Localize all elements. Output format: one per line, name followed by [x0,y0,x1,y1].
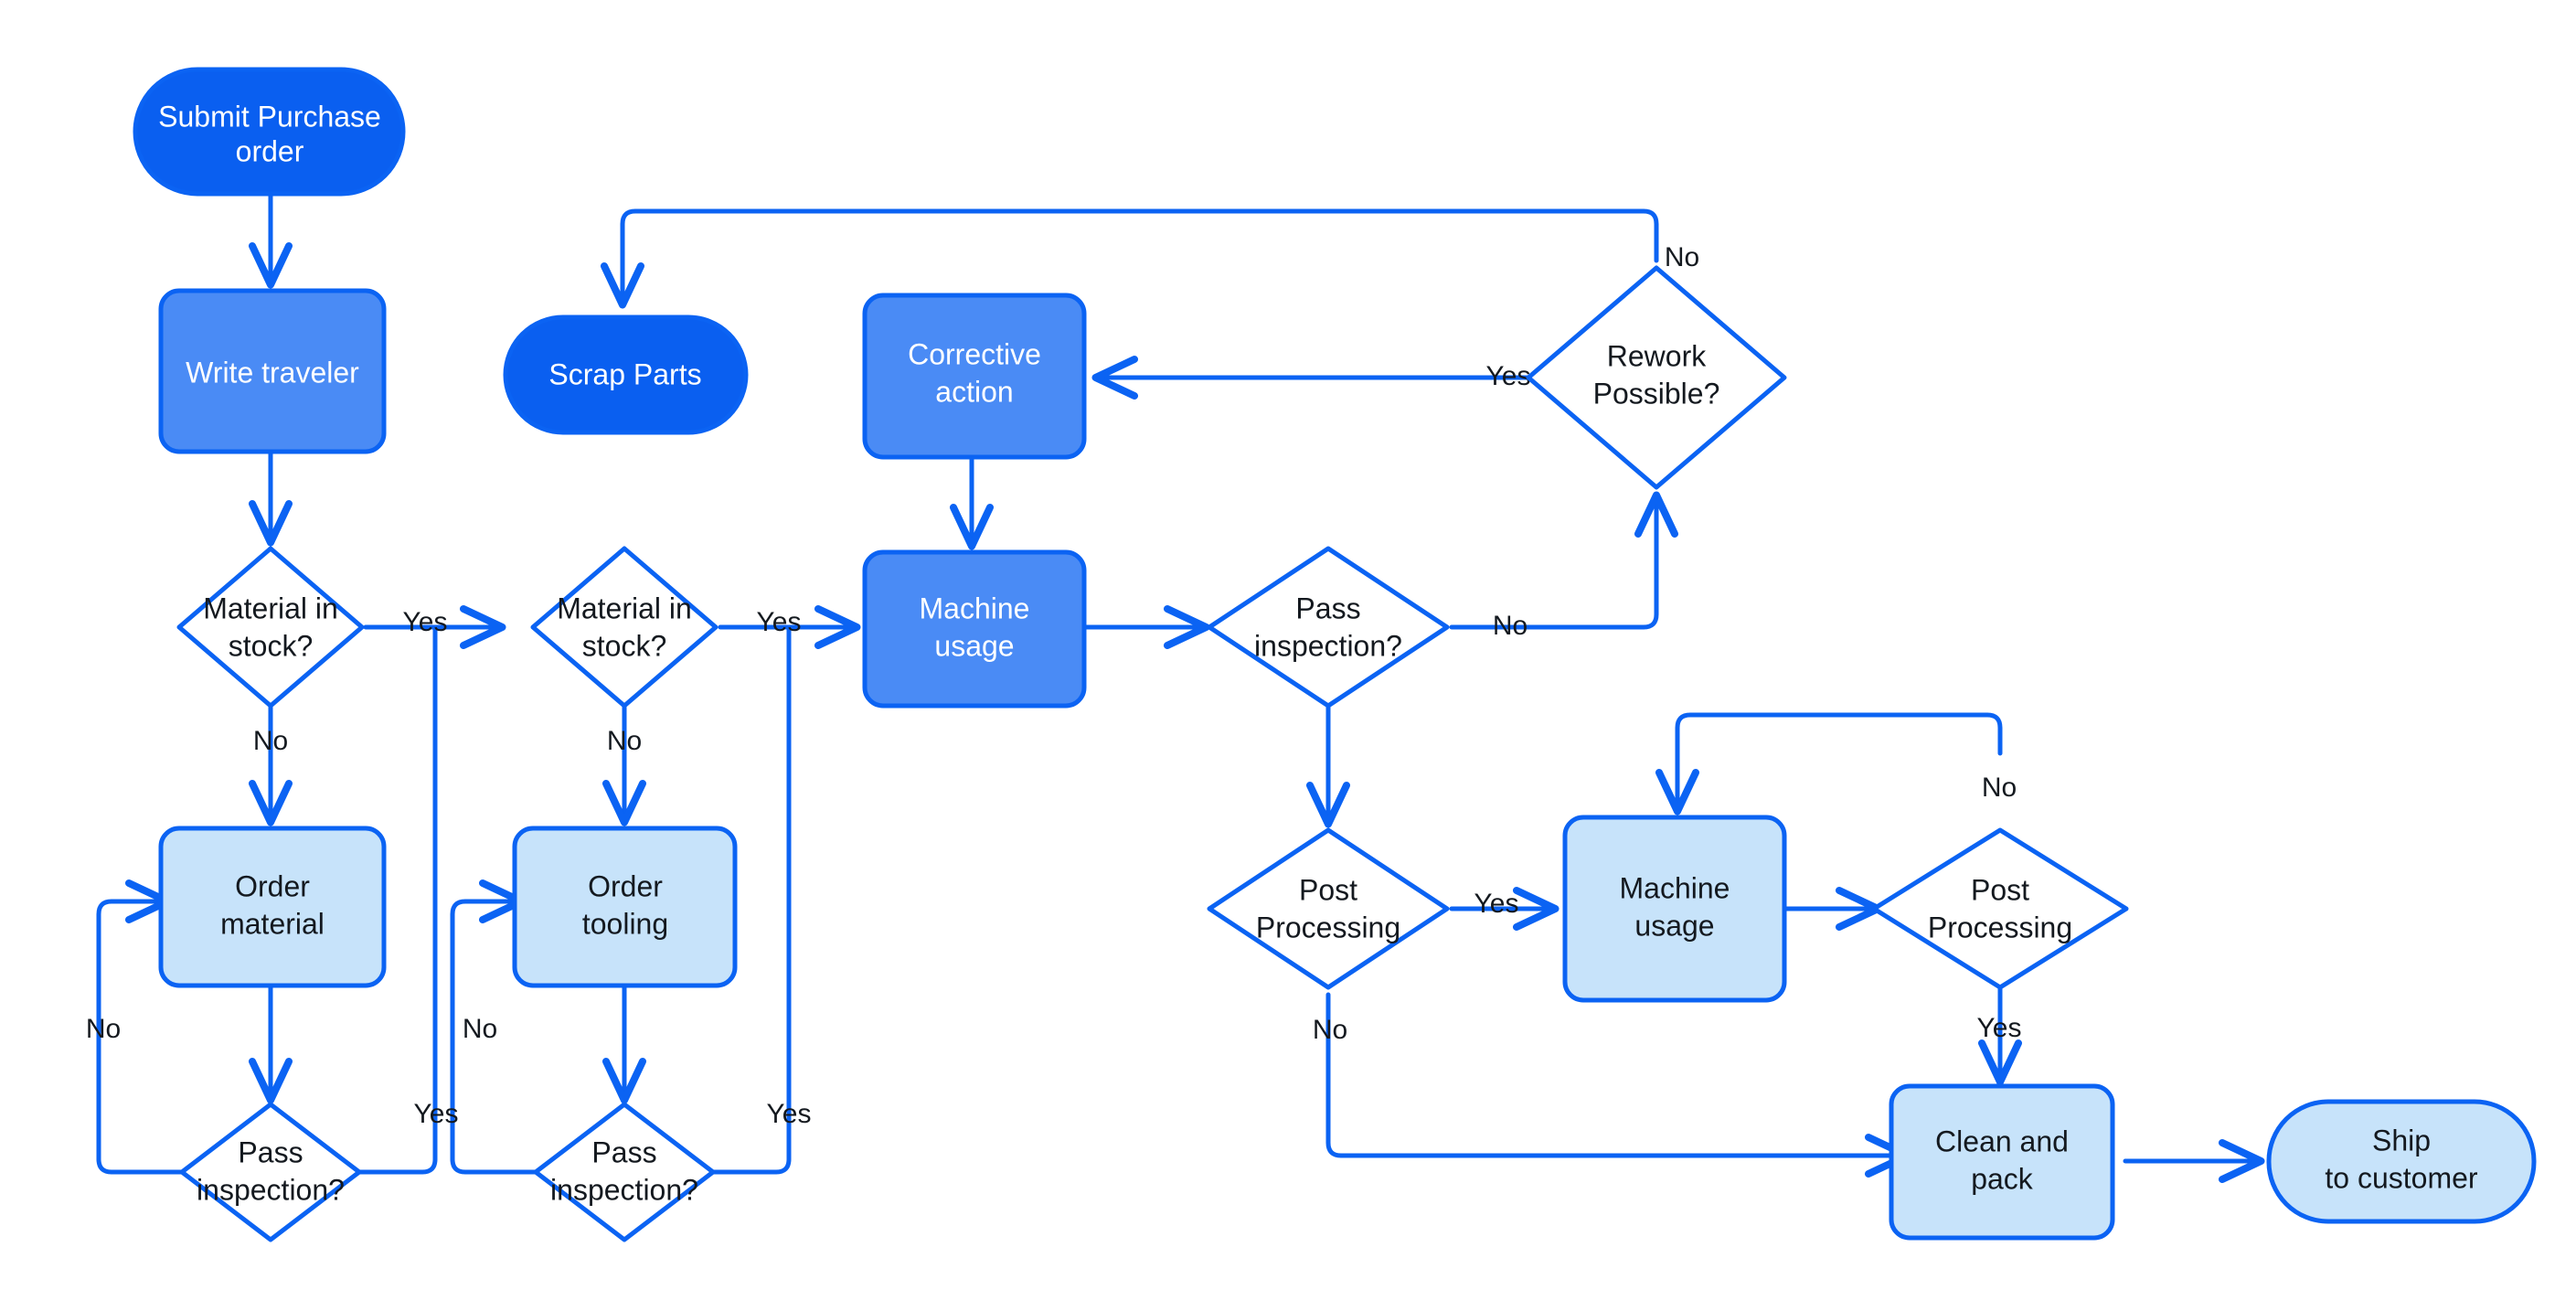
edge-label-pass1-yes: Yes [414,1099,459,1129]
node-shape-process[interactable] [862,549,1087,709]
node-scrap-parts[interactable]: Scrap Parts [503,314,749,435]
node-label-line-2: material [220,907,325,940]
node-post-processing-2[interactable]: Post Processing [1871,827,2129,990]
node-shape-decision[interactable] [530,546,719,709]
edge-postproc1-no-to-clean [1325,992,1911,1178]
edge-label-stock1-no: No [253,726,288,756]
node-shape-process[interactable] [1562,815,1787,1003]
node-material-in-stock-1[interactable]: Material in stock? [176,546,365,709]
edge-labels: Yes No No Yes Yes No No Yes No Yes No Ye… [86,242,2022,1129]
node-submit-purchase-order[interactable]: Submit Purchase order [133,67,406,197]
node-label-line-2: tooling [582,907,668,940]
node-pass-inspection-3[interactable]: Pass inspection? [1207,546,1450,709]
edge-label-rework-no: No [1665,242,1699,272]
node-machine-usage-2[interactable]: Machine usage [1562,815,1787,1003]
node-rework-possible[interactable]: Rework Possible? [1526,265,1787,490]
node-shape-decision[interactable] [1207,546,1450,709]
node-shape-process[interactable] [1889,1083,2115,1241]
edge-pass2-yes-up [700,624,792,1175]
node-label-line-1: Post [1971,873,2029,906]
node-label-line-2: inspection? [550,1173,698,1206]
node-label-line-1: Scrap Parts [548,357,701,390]
node-write-traveler[interactable]: Write traveler [158,288,387,454]
node-label-line-1: Ship [2372,1124,2431,1156]
node-label-line-2: usage [1634,909,1714,942]
node-label-line-2: stock? [582,629,666,662]
node-shape-terminator[interactable] [133,67,406,197]
node-shape-process[interactable] [158,826,387,988]
edge-label-postproc1-no: No [1313,1015,1347,1045]
node-label-line-2: inspection? [197,1173,345,1206]
node-material-in-stock-2[interactable]: Material in stock? [530,546,719,709]
node-label-line-1: Pass [1295,592,1360,624]
node-label-line-1: Order [588,869,663,902]
node-shape-decision[interactable] [1871,827,2129,990]
edge-pass1-no-loop [96,879,195,1175]
node-label-line-1: Pass [591,1135,656,1168]
node-label-line-1: Post [1299,873,1357,906]
node-label-line-1: Clean and [1935,1124,2069,1157]
edge-label-stock1-yes: Yes [403,607,448,637]
node-pass-inspection-2[interactable]: Pass inspection? [533,1102,716,1242]
edge-label-postproc2-yes: Yes [1977,1013,2022,1043]
node-label-line-1: Pass [238,1135,303,1168]
node-label-line-1: Write traveler [186,356,359,389]
edge-label-pass2-yes: Yes [767,1099,812,1129]
node-label-line-1: Corrective [908,337,1041,370]
node-label-line-1: Machine [1620,871,1730,904]
node-shape-decision[interactable] [176,546,365,709]
edge-pass1-yes-up [346,624,438,1175]
edge-label-rework-yes: Yes [1486,361,1531,391]
node-label-line-2: order [236,134,304,167]
node-ship-to-customer[interactable]: Ship to customer [2266,1099,2537,1224]
node-shape-terminator[interactable] [2266,1099,2537,1224]
edge-label-pass3-no: No [1493,611,1528,641]
edge-label-postproc2-no: No [1982,773,2017,803]
node-label-line-2: action [935,375,1013,408]
connectors [96,191,2265,1183]
node-shape-process[interactable] [158,288,387,454]
node-label-line-1: Rework [1607,339,1707,372]
node-label-line-1: Submit Purchase [158,100,381,133]
node-label-line-2: Processing [1256,911,1400,943]
node-pass-inspection-1[interactable]: Pass inspection? [179,1102,362,1242]
node-shape-decision[interactable] [1207,827,1450,990]
node-order-material[interactable]: Order material [158,826,387,988]
node-label-line-1: Material in [557,592,692,624]
edge-label-pass2-no: No [463,1014,497,1044]
node-label-line-2: stock? [229,629,313,662]
node-machine-usage-1[interactable]: Machine usage [862,549,1087,709]
node-post-processing-1[interactable]: Post Processing [1207,827,1450,990]
edge-postproc2-no-loop [1655,712,2003,815]
node-corrective-action[interactable]: Corrective action [862,293,1087,460]
node-label-line-2: to customer [2325,1161,2478,1194]
node-shape-decision[interactable] [179,1102,362,1242]
node-clean-and-pack[interactable]: Clean and pack [1889,1083,2115,1241]
edge-rework-no-to-scrap [601,208,1659,309]
node-label-line-1: Order [235,869,310,902]
edge-pass3-no-to-rework [1449,491,1678,630]
node-label-line-1: Material in [203,592,338,624]
edge-label-stock2-yes: Yes [757,607,802,637]
node-shape-decision[interactable] [533,1102,716,1242]
node-label-line-2: usage [934,629,1014,662]
edge-pass2-no-loop [450,879,548,1175]
node-label-line-2: pack [1971,1162,2034,1195]
edge-label-stock2-no: No [607,726,642,756]
node-label-line-2: Processing [1928,911,2072,943]
node-shape-decision[interactable] [1526,265,1787,490]
node-shape-process[interactable] [862,293,1087,460]
edge-label-postproc1-yes: Yes [1474,889,1519,919]
node-shape-process[interactable] [512,826,738,988]
node-label-line-1: Machine [920,592,1030,624]
node-shape-terminator[interactable] [503,314,749,435]
node-order-tooling[interactable]: Order tooling [512,826,738,988]
node-label-line-2: inspection? [1254,629,1402,662]
node-label-line-2: Possible? [1593,377,1720,410]
edge-label-pass1-no: No [86,1014,121,1044]
